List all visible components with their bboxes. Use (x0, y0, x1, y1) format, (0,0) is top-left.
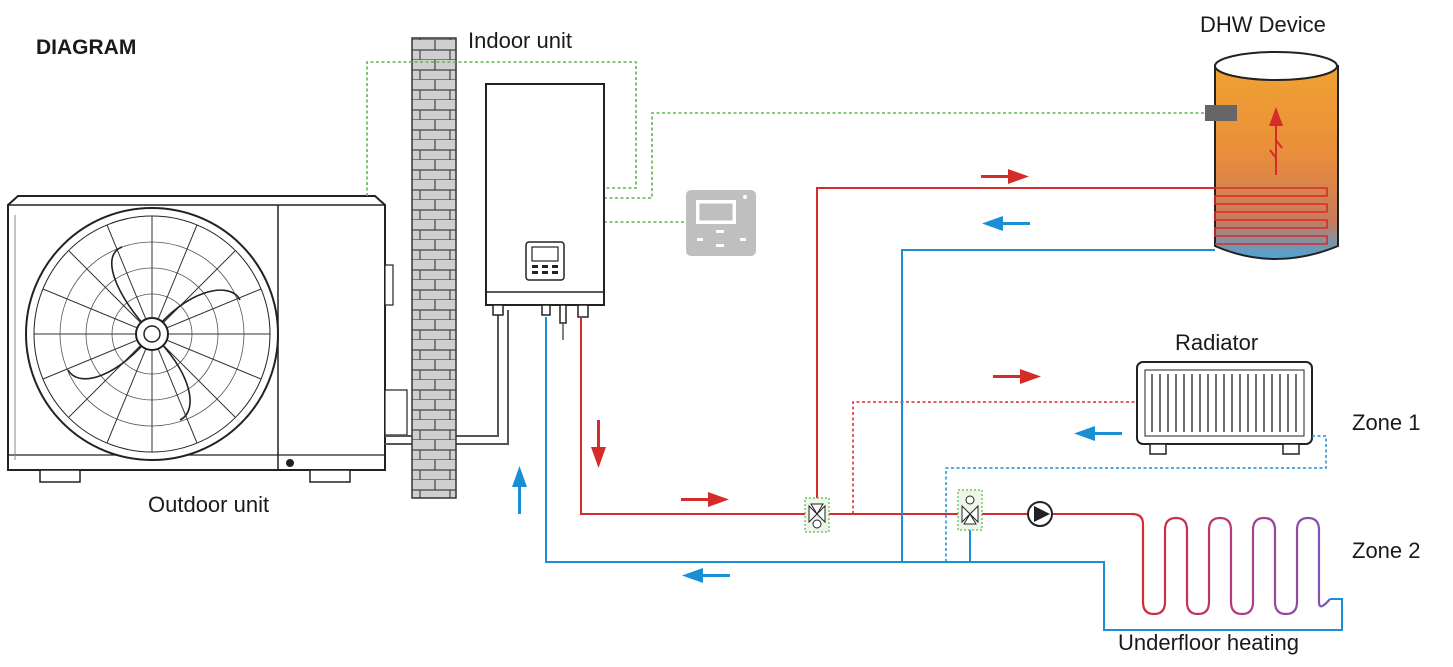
dhw-device-label: DHW Device (1200, 12, 1326, 37)
outdoor-unit-label: Outdoor unit (148, 492, 270, 517)
diagram-title: DIAGRAM (36, 36, 137, 59)
three-way-valve-2-icon (957, 489, 983, 531)
radiator-label: Radiator (1175, 330, 1259, 355)
radiator (1136, 361, 1313, 455)
indoor-unit (485, 83, 605, 340)
cold-return-pipes (545, 249, 1343, 631)
zone1-label: Zone 1 (1352, 410, 1421, 435)
hot-supply-pipes (580, 187, 1215, 515)
wall (411, 37, 457, 499)
outdoor-fan-icon (25, 207, 279, 461)
wired-controller-icon (686, 190, 756, 256)
heat-up-arrow-icon (1269, 107, 1283, 175)
three-way-valve-1-icon (804, 497, 830, 533)
underfloor-coil (1131, 512, 1331, 616)
radiator-return-dotted (945, 435, 1327, 562)
flow-arrows (512, 169, 1122, 583)
circulation-pump-icon (1027, 501, 1053, 527)
underfloor-heating-label: Underfloor heating (1118, 630, 1300, 655)
radiator-supply-dotted (852, 401, 1137, 514)
dhw-tank (1205, 51, 1339, 260)
zone2-label: Zone 2 (1352, 538, 1421, 563)
indoor-unit-label: Indoor unit (468, 28, 572, 53)
signal-wires (366, 61, 1205, 223)
